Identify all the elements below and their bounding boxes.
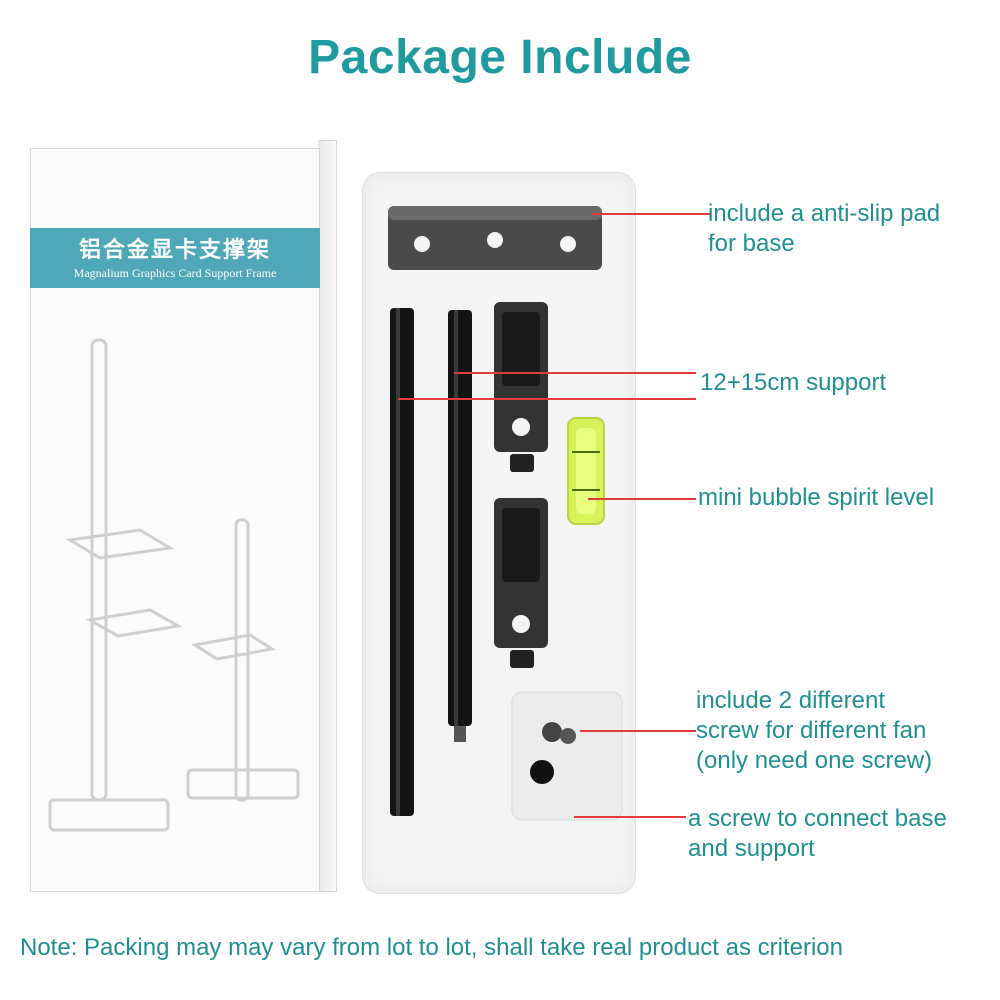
page-title: Package Include <box>308 31 692 84</box>
label-line: a screw to connect base <box>688 805 947 832</box>
label-fan-screws: include 2 different screw for different … <box>696 686 932 776</box>
base-plate-hole <box>487 232 503 248</box>
product-box-label-band: 铝合金显卡支撑架 Magnalium Graphics Card Support… <box>30 228 320 288</box>
label-spirit-level: mini bubble spirit level <box>698 483 934 513</box>
illustration-tall-rod <box>90 338 108 802</box>
leader-line-support-short <box>454 372 696 374</box>
illustration-base-1 <box>48 798 170 832</box>
leader-line-anti-slip-pad <box>592 213 710 215</box>
parts-illustration <box>388 206 623 821</box>
illustration-bracket-1 <box>65 528 175 560</box>
label-line: screw for different fan <box>696 717 927 744</box>
product-box-title-cn: 铝合金显卡支撑架 <box>78 237 271 263</box>
illustration-short-rod <box>234 518 250 802</box>
leader-line-support-long <box>398 398 696 400</box>
bracket-1-knob <box>510 454 534 472</box>
product-box-title-en: Magnalium Graphics Card Support Frame <box>73 266 277 280</box>
packing-note: Note: Packing may may vary from lot to l… <box>20 934 843 961</box>
label-line: mini bubble spirit level <box>698 484 935 511</box>
leader-line-connect-screw <box>574 816 686 818</box>
label-connect-screw: a screw to connect base and support <box>688 804 947 864</box>
box-illustration <box>48 338 300 832</box>
screw-1 <box>542 722 562 742</box>
label-support: 12+15cm support <box>700 368 886 398</box>
label-line: for base <box>708 230 795 257</box>
label-line: (only need one screw) <box>696 747 933 774</box>
base-plate-hole <box>560 236 576 252</box>
screw-bag <box>511 691 623 821</box>
label-line: 12+15cm support <box>700 369 887 396</box>
label-line: include 2 different <box>696 687 886 714</box>
label-line: include a anti-slip pad <box>708 200 941 227</box>
illustration-base-2 <box>186 768 300 800</box>
bracket-2-knob <box>510 650 534 668</box>
label-line: and support <box>688 835 815 862</box>
rod-thread <box>454 726 466 742</box>
leader-line-fan-screws <box>580 730 696 732</box>
label-anti-slip-pad: include a anti-slip pad for base <box>708 199 940 259</box>
screw-2 <box>560 728 576 744</box>
connecting-screw <box>530 760 554 784</box>
product-box-side <box>318 140 337 892</box>
base-plate-hole <box>414 236 430 252</box>
illustration-bracket-2 <box>85 608 183 638</box>
illustration-bracket-3 <box>190 633 277 661</box>
support-rod-long <box>390 308 414 816</box>
leader-line-spirit-level <box>588 498 696 500</box>
